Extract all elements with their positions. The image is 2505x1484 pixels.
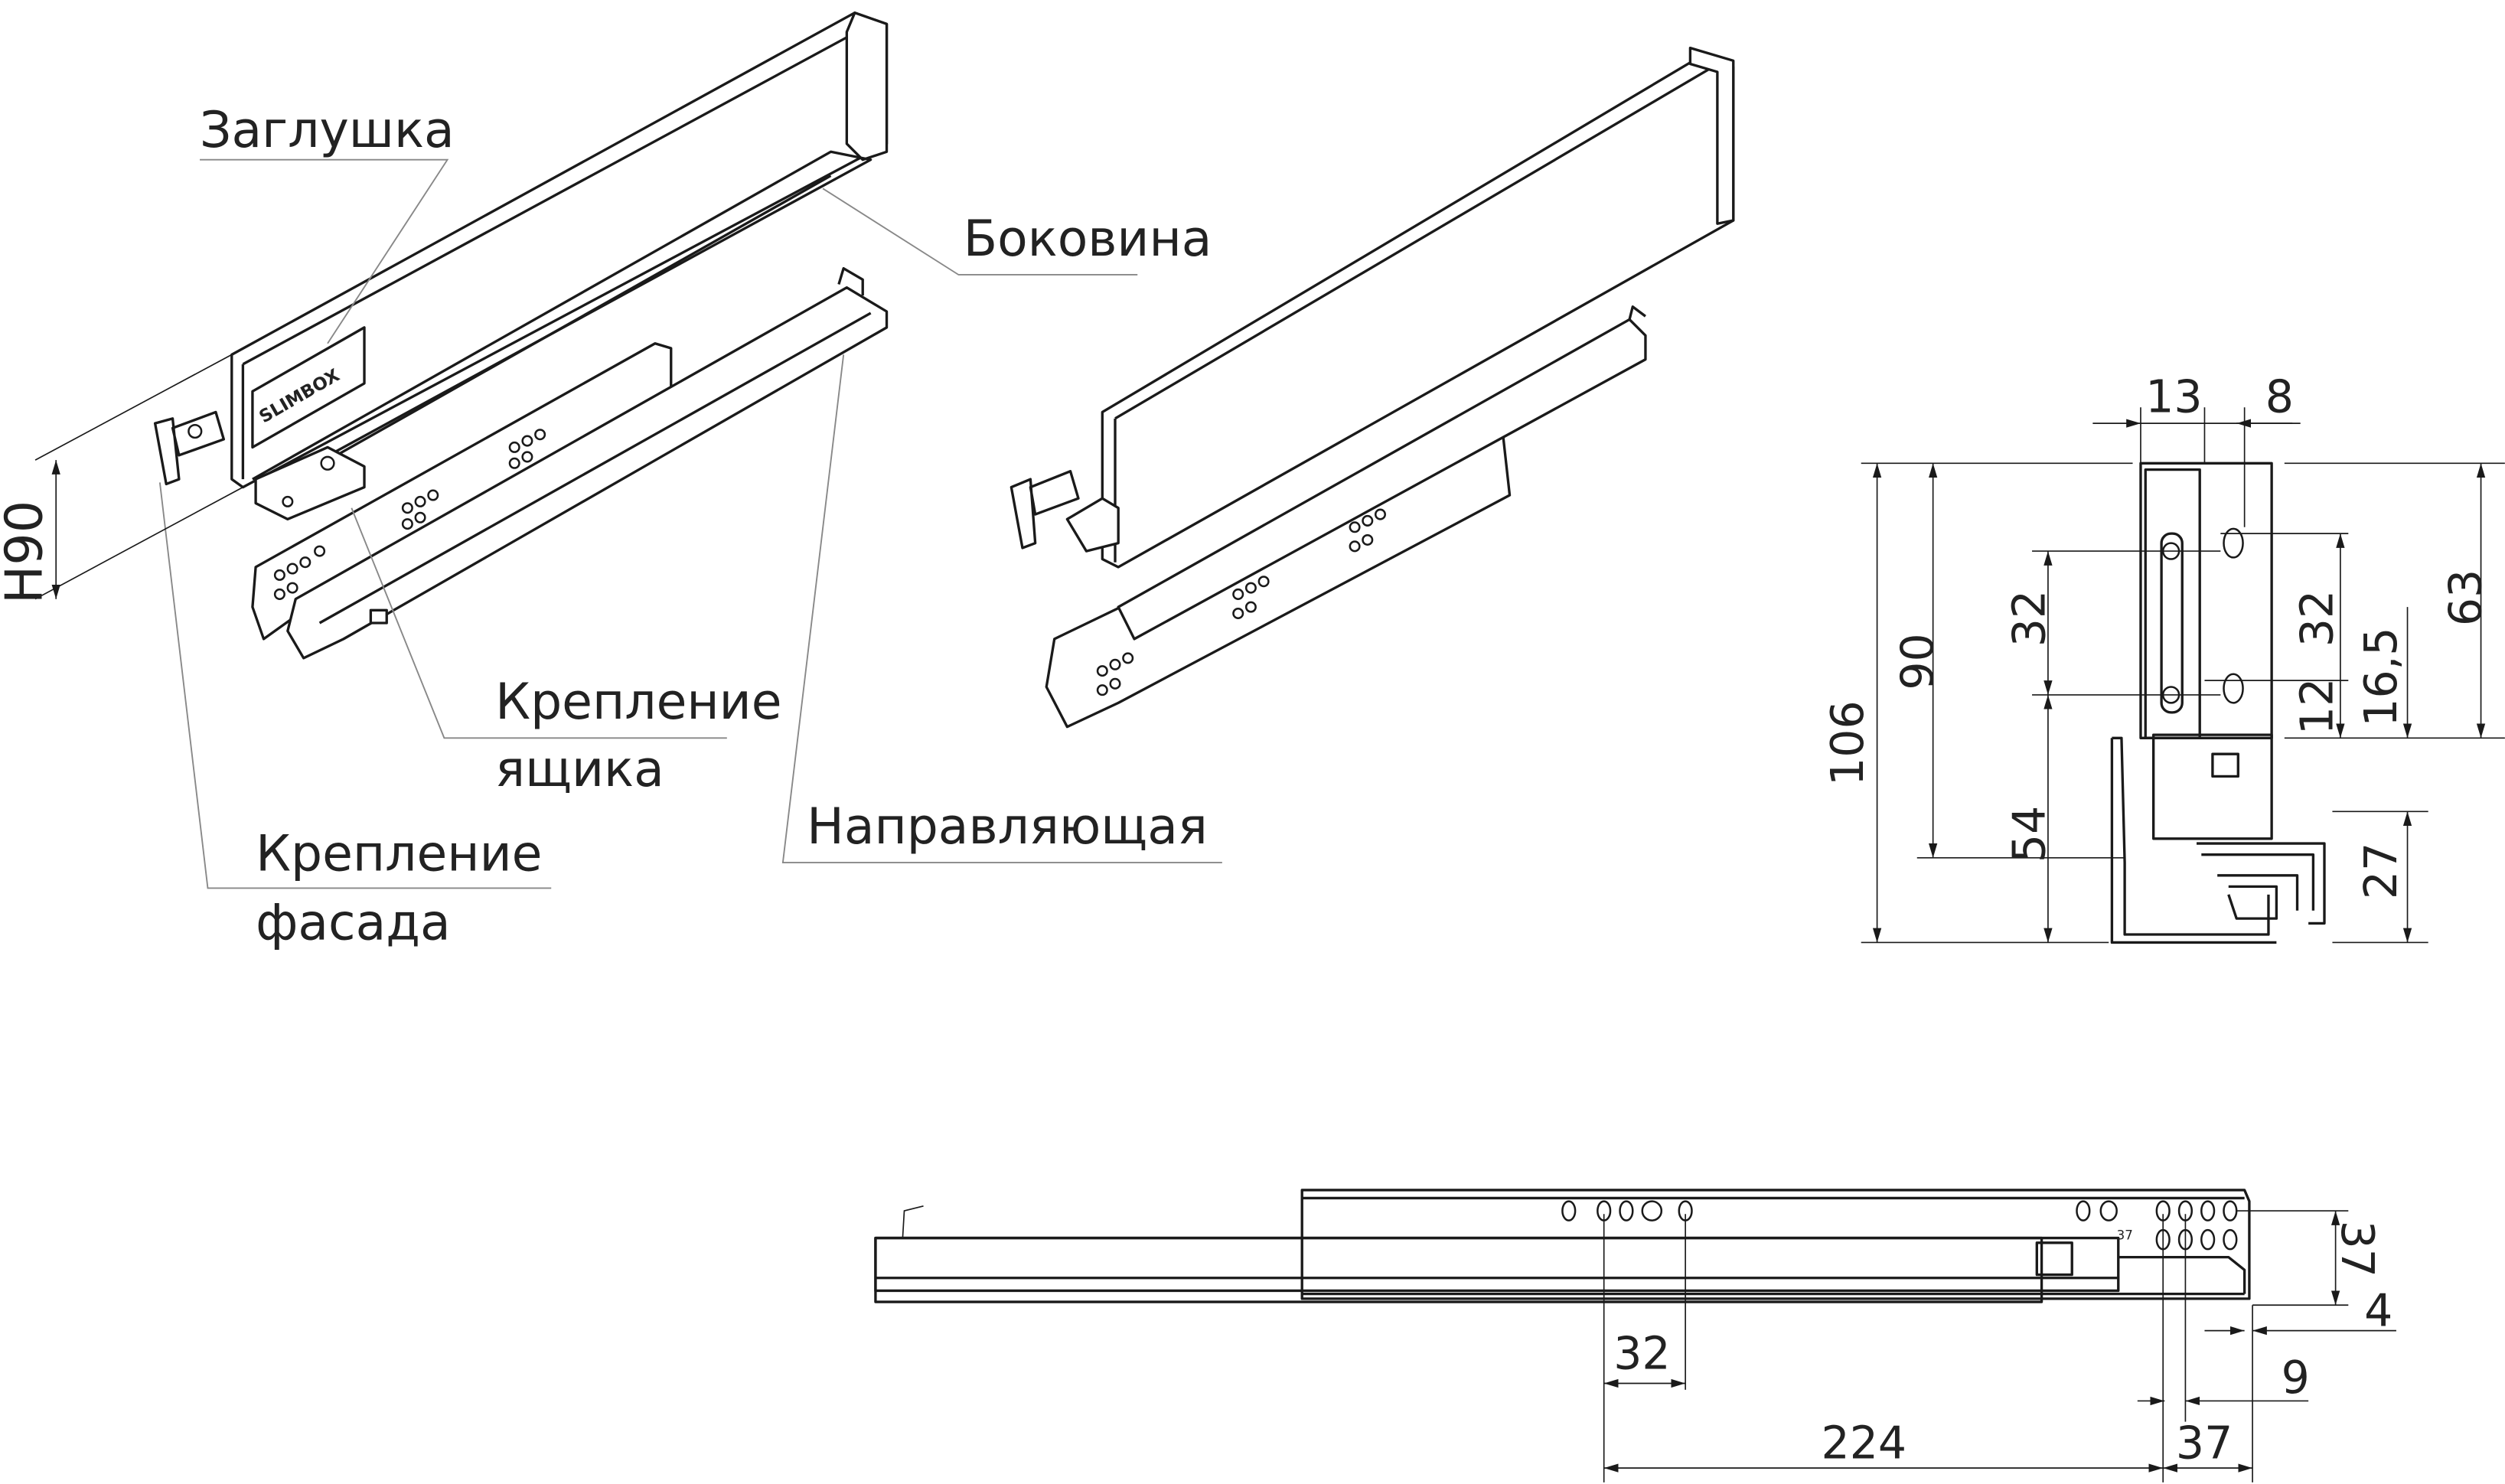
dim-63: 63: [2440, 569, 2492, 626]
dim-32-pitch: 32: [1613, 1328, 1670, 1380]
label-front-mount-2: фасада: [256, 894, 451, 951]
runner-holes: [1561, 1200, 2238, 1251]
callouts: Заглушка Боковина Крепление ящика Крепле…: [0, 102, 1222, 951]
cross-section-view: 13 8 106 90 32 54 32 12 16,5 63 27: [1822, 370, 2505, 944]
dim-90: 90: [1892, 633, 1944, 690]
label-box-mount-2: ящика: [495, 741, 664, 798]
front-mount-part: [153, 410, 226, 486]
dim-37-offset: 37: [2176, 1417, 2233, 1469]
dim-9: 9: [2282, 1352, 2310, 1404]
dim-32-left: 32: [2004, 590, 2056, 647]
dim-4: 4: [2364, 1284, 2392, 1336]
label-side: Боковина: [964, 210, 1212, 268]
drawer-assembled-view: [1010, 46, 1735, 729]
label-runner: Направляющая: [807, 798, 1208, 856]
label-box-mount-1: Крепление: [495, 674, 781, 731]
rail2-holes: [1096, 508, 1386, 696]
angle-37-note: 37: [2117, 1228, 2133, 1243]
label-front-mount-1: Крепление: [256, 826, 542, 883]
dim-32-right: 32: [2291, 590, 2343, 647]
dim-54: 54: [2004, 806, 2056, 863]
label-cap: Заглушка: [200, 102, 455, 159]
drawer-exploded-view: SLIMBOX: [153, 11, 889, 660]
dim-12: 12: [2291, 678, 2343, 735]
runner-side-view: 37 37 4 9 32 224 37: [874, 1189, 2396, 1482]
dim-27: 27: [2355, 843, 2407, 899]
dim-106: 106: [1822, 700, 1874, 786]
dim-37-height: 37: [2331, 1221, 2383, 1277]
dim-13: 13: [2145, 370, 2202, 422]
label-height: H90: [0, 501, 54, 604]
dim-8: 8: [2265, 370, 2294, 422]
dim-16-5: 16,5: [2355, 628, 2407, 727]
slimbox-logo-plate: [251, 326, 366, 449]
rail-holes: [273, 429, 546, 600]
dim-224: 224: [1822, 1417, 1907, 1469]
